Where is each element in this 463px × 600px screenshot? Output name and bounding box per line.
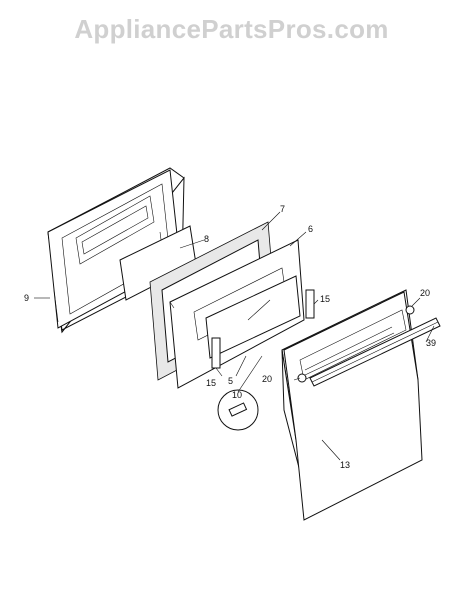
outer-window-glass [205,275,301,359]
handle-end-caps [297,305,415,383]
door-handle [309,317,441,387]
callout-6: 6 [308,224,313,234]
outer-door-panel [281,289,423,521]
callout-20-left: 20 [262,374,272,384]
callout-20-right: 20 [420,288,430,298]
callout-9: 9 [24,293,29,303]
callout-15-left: 15 [206,378,216,388]
callout-8: 8 [204,234,209,244]
callout-7: 7 [280,204,285,214]
callout-13: 13 [340,460,350,470]
leader-lines [34,211,435,461]
callout-5: 5 [228,376,233,386]
callout-15-right: 15 [320,294,330,304]
callout-10: 10 [232,390,242,400]
screw-detail [217,355,263,431]
site-watermark: AppliancePartsPros.com [74,14,389,44]
callout-39: 39 [426,338,436,348]
